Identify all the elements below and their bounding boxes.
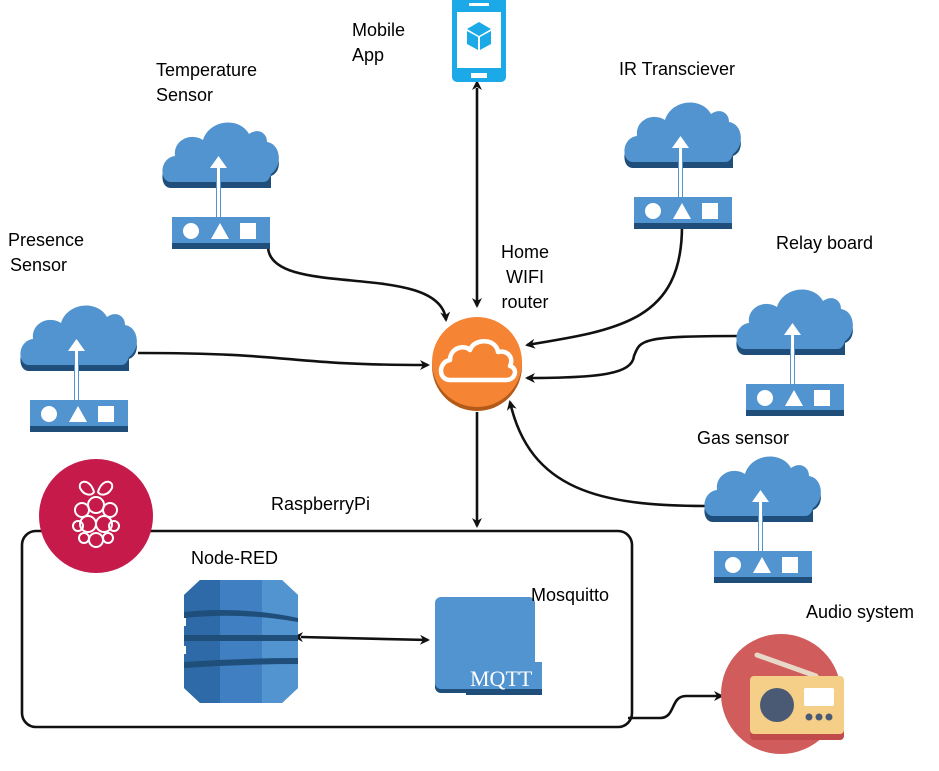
router-label: Home WIFI router <box>490 240 560 315</box>
temperature-sensor-label-line1: Temperature <box>156 60 258 80</box>
edge-relay-router <box>525 334 741 383</box>
smartphone-icon <box>452 0 506 82</box>
temperature-sensor-icon <box>162 122 279 249</box>
mobile-app-label: Mobile App <box>352 18 405 68</box>
mosquitto-label: Mosquitto <box>531 585 610 605</box>
ir-transceiver-label: IR Transciever <box>619 59 736 79</box>
edge-gas-router <box>506 400 707 508</box>
mqtt-broker-icon: MQTT <box>435 597 542 695</box>
edge-temperature-router <box>266 246 451 322</box>
edge-nodered-mosquitto <box>293 632 430 645</box>
edge-ir-router <box>525 225 684 349</box>
ir-transceiver-icon <box>624 102 741 229</box>
presence-sensor-label: Presence Sensor <box>8 228 84 278</box>
gas-sensor-label: Gas sensor <box>697 428 790 448</box>
mobile-app-label-line2: App <box>352 45 385 65</box>
temperature-sensor-label: Temperature Sensor <box>156 58 257 108</box>
edge-raspberrypi-audio <box>628 691 724 720</box>
raspberrypi-container <box>20 529 634 729</box>
raspberrypi-label: RaspberryPi <box>271 494 371 514</box>
radio-icon <box>721 634 844 754</box>
cloud-router-icon <box>432 317 522 411</box>
temperature-sensor-label-line2: Sensor <box>156 85 214 105</box>
relay-board-icon <box>736 289 853 416</box>
edge-presence-router <box>137 351 430 370</box>
edges <box>137 80 741 720</box>
node-red-label: Node-RED <box>191 548 279 568</box>
router-label-line1: Home <box>500 242 549 262</box>
database-stack-icon <box>182 580 298 703</box>
raspberry-pi-icon <box>39 459 153 573</box>
gas-sensor-icon <box>704 456 821 583</box>
presence-sensor-label-line2: Sensor <box>10 255 68 275</box>
mobile-app-label-line1: Mobile <box>352 20 406 40</box>
presence-sensor-icon <box>20 305 137 432</box>
relay-board-label: Relay board <box>776 233 874 253</box>
mqtt-badge-text: MQTT <box>470 666 533 691</box>
router-label-line2: WIFI <box>506 267 544 287</box>
router-label-line3: router <box>501 292 549 312</box>
presence-sensor-label-line1: Presence <box>8 230 85 250</box>
audio-system-label: Audio system <box>806 602 915 622</box>
